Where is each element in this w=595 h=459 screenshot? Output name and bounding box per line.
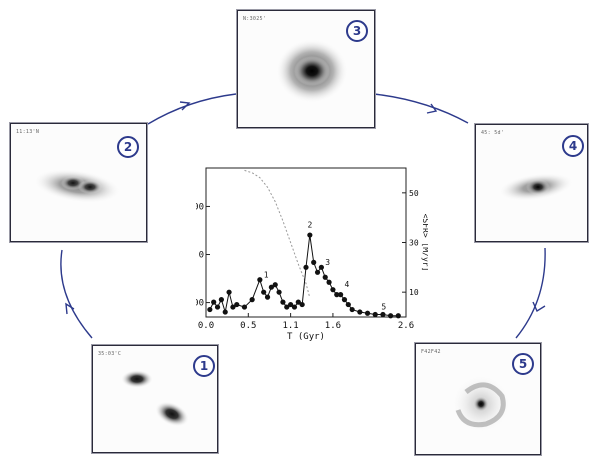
sfr-point [318, 264, 324, 270]
sfr-point [272, 282, 278, 288]
sfr-point [226, 289, 232, 295]
x-tick-label: 1.1 [282, 321, 298, 331]
x-axis-label: T (Gyr) [287, 332, 325, 342]
galaxy-image-3 [276, 39, 348, 103]
sfr-point [338, 292, 344, 298]
panel-tag-4: 45: 5d' [481, 130, 505, 136]
sfr-point [288, 301, 294, 308]
stage-annotation: 2 [308, 221, 313, 230]
galaxy-image-2 [33, 169, 121, 203]
arrow-4-to-5 [515, 247, 546, 339]
sfr-point [345, 301, 351, 308]
sfr-point [372, 311, 378, 318]
central-plot: 0.00.51.11.62.61000-100503010T (Gyr)D (k… [182, 162, 430, 356]
galaxy-image-1 [121, 370, 189, 427]
sfr-point [264, 294, 271, 300]
snapshot-panel-1: 35:03'C 1 [92, 345, 218, 453]
panel-number-1: 1 [193, 355, 215, 377]
panel-tag-3: N:3025' [243, 16, 267, 22]
y-left-tick-label: 100 [196, 202, 204, 212]
sfr-point [222, 309, 228, 315]
sfr-point [261, 289, 267, 295]
sfr-point [311, 259, 317, 265]
arrow-head-3 [426, 103, 438, 114]
sfr-point [395, 313, 401, 319]
sfr-point [284, 304, 290, 310]
sfr-point [326, 279, 332, 285]
sfr-point [341, 297, 348, 303]
panel-number-4: 4 [562, 135, 584, 157]
galaxy-image-4 [498, 173, 574, 201]
y-left-tick-label: -100 [196, 299, 204, 309]
snapshot-panel-5: F42F42 5 [415, 343, 541, 455]
panel-tag-5: F42F42 [421, 349, 441, 355]
x-tick-label: 2.6 [398, 321, 414, 331]
x-tick-label: 1.6 [325, 321, 341, 331]
sfr-point [214, 304, 221, 310]
x-tick-label: 0.5 [240, 321, 256, 331]
snapshot-panel-4: 45: 5d' 4 [475, 124, 588, 242]
galaxy-image-5 [451, 374, 511, 434]
sfr-point [241, 304, 248, 310]
y-left-tick-label: 0 [199, 251, 204, 261]
plot-frame [205, 167, 407, 318]
snapshot-panel-3: N:3025' 3 [237, 10, 375, 128]
sfr-point [357, 309, 363, 315]
distance-line [244, 169, 311, 298]
sfr-point [291, 304, 298, 310]
panel-number-3: 3 [346, 20, 368, 42]
stage-annotation: 4 [344, 280, 349, 289]
y-right-tick-label: 30 [409, 239, 419, 248]
sfr-point [257, 277, 263, 283]
arrow-head-2 [179, 101, 191, 111]
sfr-point [307, 232, 313, 238]
sfr-point [207, 306, 213, 313]
sfr-point [322, 274, 328, 280]
sfr-point [211, 299, 217, 305]
arrow-head-1 [65, 302, 75, 315]
arrow-3-to-4 [373, 93, 469, 124]
sfr-point [349, 306, 355, 313]
sfr-point [230, 304, 236, 310]
sfr-point [276, 289, 282, 295]
snapshot-panel-2: 11:13'N 2 [10, 123, 147, 242]
panel-number-2: 2 [117, 136, 139, 158]
panel-number-5: 5 [512, 353, 534, 375]
stage-annotation: 5 [381, 303, 386, 312]
sfr-point [295, 299, 301, 305]
stage-annotation: 1 [264, 270, 269, 279]
sfr-point [234, 301, 240, 308]
y-right-axis-label: <SFR> [M/yr] [421, 214, 428, 272]
sfr-point [364, 310, 371, 316]
sfr-point [268, 284, 274, 290]
sfr-point [334, 292, 340, 298]
sfr-point [249, 297, 255, 303]
panel-tag-2: 11:13'N [16, 129, 40, 135]
sfr-point [280, 299, 286, 305]
stage-annotation: 3 [325, 258, 330, 267]
arrow-head-4 [532, 301, 546, 313]
panel-tag-1: 35:03'C [98, 351, 122, 357]
sfr-point [218, 297, 224, 303]
y-right-tick-label: 10 [409, 288, 419, 297]
arrow-2-to-3 [147, 93, 237, 125]
star-formation-distance-chart: 0.00.51.11.62.61000-100503010T (Gyr)D (k… [182, 167, 430, 342]
sfr-point [314, 269, 321, 275]
sfr-point [380, 311, 386, 318]
y-right-tick-label: 50 [409, 189, 419, 198]
sfr-point [388, 313, 394, 319]
sfr-point [330, 287, 336, 293]
x-tick-label: 0.0 [198, 321, 214, 331]
sfr-point [299, 301, 305, 308]
sfr-point [303, 264, 309, 270]
arrow-1-to-2 [60, 249, 93, 339]
